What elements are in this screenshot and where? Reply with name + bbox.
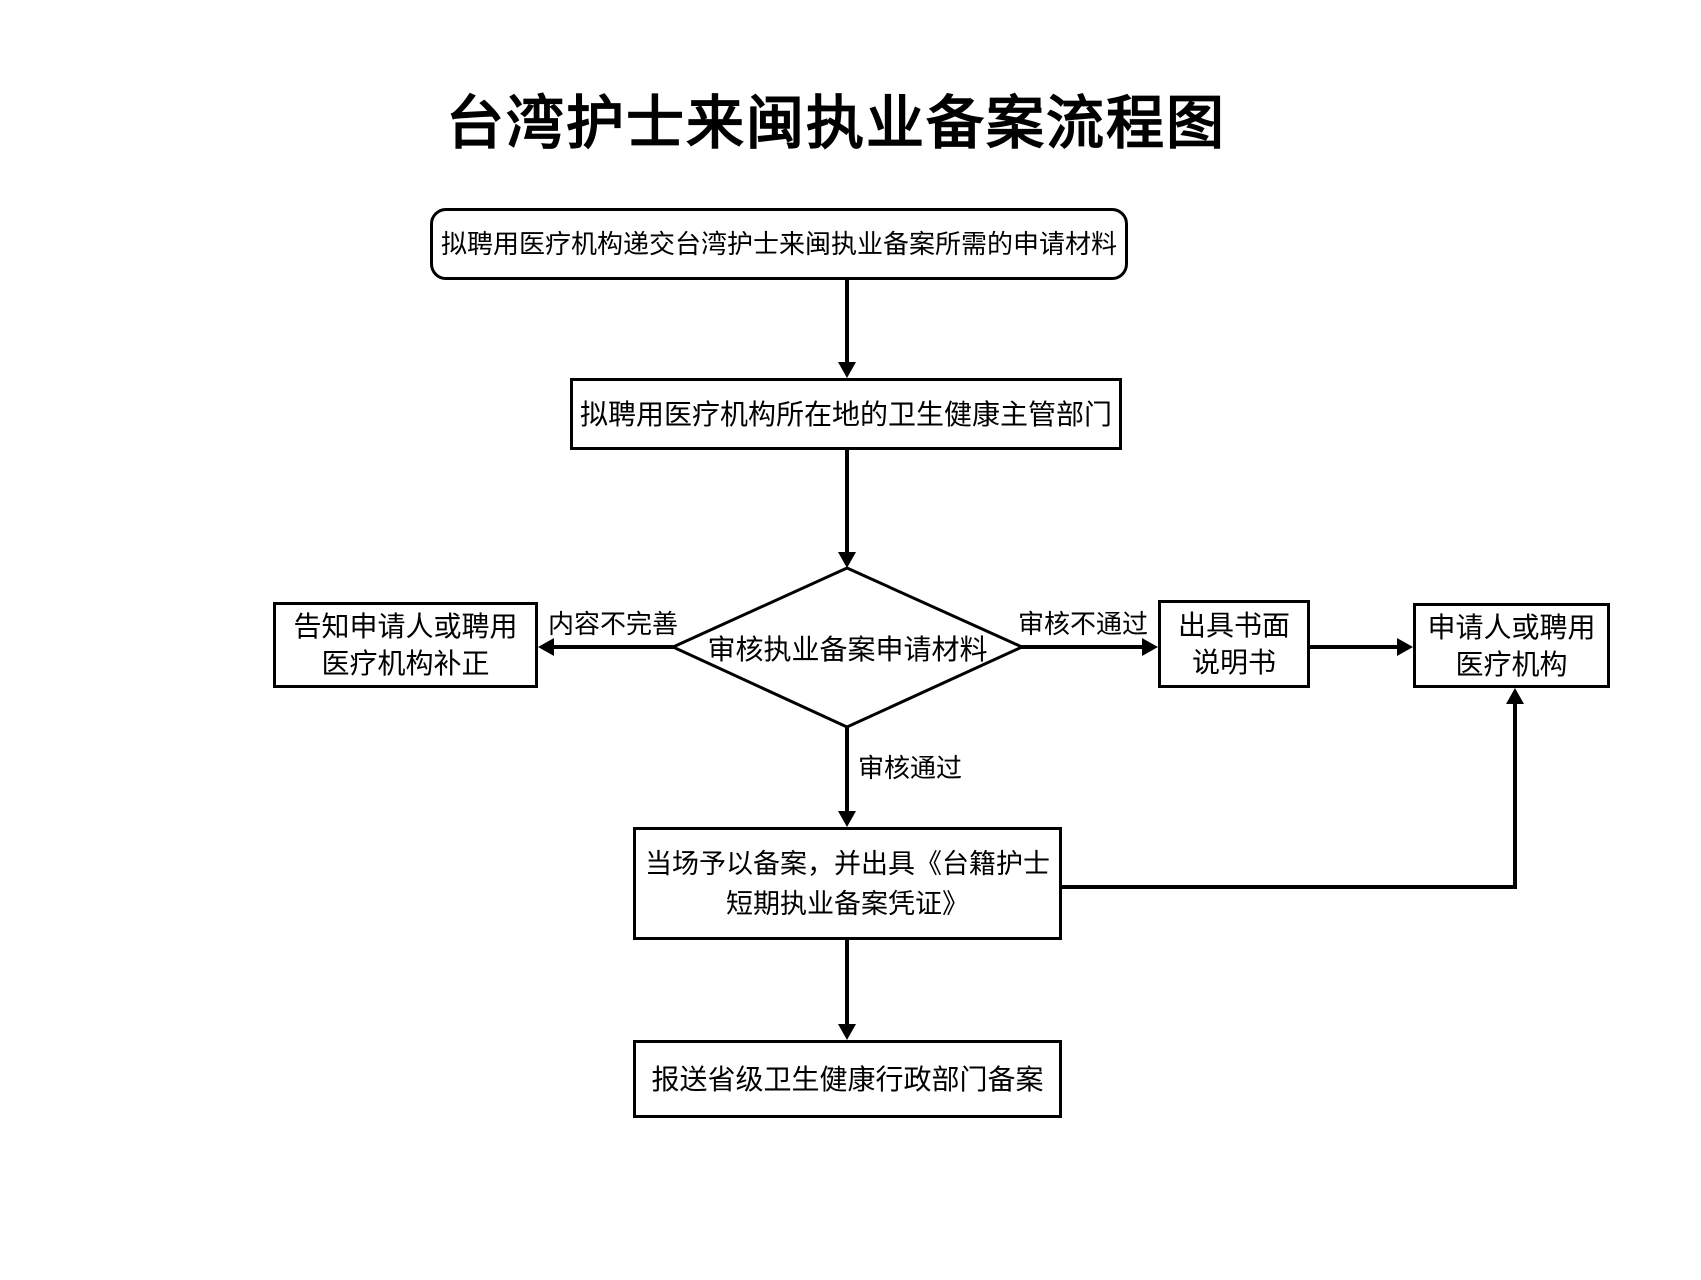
node-notify-correction-line2: 医疗机构补正 <box>321 648 490 679</box>
arrow-record-to-applicant-hline <box>1062 885 1517 889</box>
arrow-review-to-record-head <box>838 811 856 827</box>
arrow-authority-to-review-head <box>838 552 856 568</box>
arrow-record-to-report-head <box>838 1024 856 1040</box>
node-applicant-org-line2: 医疗机构 <box>1455 648 1568 680</box>
node-report-provincial-label: 报送省级卫生健康行政部门备案 <box>651 1063 1044 1095</box>
review-diamond-shape <box>670 566 1025 729</box>
edge-label-content-incomplete: 内容不完善 <box>548 609 679 639</box>
node-notify-correction: 告知申请人或聘用 医疗机构补正 <box>273 602 538 688</box>
arrow-submit-to-authority-line <box>845 280 849 364</box>
node-issue-record-line2: 短期执业备案凭证》 <box>726 888 969 919</box>
node-review-decision-label: 审核执业备案申请材料 <box>707 633 988 665</box>
edge-label-review-pass: 审核通过 <box>858 753 963 783</box>
node-issue-record: 当场予以备案，并出具《台籍护士 短期执业备案凭证》 <box>633 827 1062 940</box>
page-title: 台湾护士来闽执业备案流程图 <box>445 91 1227 156</box>
node-review-decision: 审核执业备案申请材料 <box>672 568 1023 727</box>
arrow-review-to-statement-head <box>1142 638 1158 656</box>
node-written-statement-line2: 说明书 <box>1191 647 1276 678</box>
arrow-submit-to-authority-head <box>838 362 856 378</box>
node-submit-materials: 拟聘用医疗机构递交台湾护士来闽执业备案所需的申请材料 <box>430 208 1128 280</box>
arrow-review-to-record-line <box>845 727 849 813</box>
node-submit-materials-label: 拟聘用医疗机构递交台湾护士来闽执业备案所需的申请材料 <box>440 228 1117 259</box>
node-health-authority: 拟聘用医疗机构所在地的卫生健康主管部门 <box>570 378 1122 450</box>
arrow-review-to-correction-line <box>552 645 674 649</box>
arrow-statement-to-applicant-head <box>1397 638 1413 656</box>
node-written-statement-line1: 出具书面 <box>1177 610 1290 641</box>
arrow-statement-to-applicant-line <box>1310 645 1399 649</box>
node-issue-record-line1: 当场予以备案，并出具《台籍护士 <box>645 848 1050 879</box>
arrow-review-to-statement-line <box>1021 645 1144 649</box>
node-report-provincial: 报送省级卫生健康行政部门备案 <box>633 1040 1062 1118</box>
arrow-record-to-applicant-head <box>1506 688 1524 704</box>
edge-label-review-fail: 审核不通过 <box>1018 609 1149 639</box>
node-applicant-org: 申请人或聘用 医疗机构 <box>1413 603 1610 688</box>
arrow-review-to-correction-head <box>538 638 554 656</box>
node-applicant-org-line1: 申请人或聘用 <box>1427 611 1596 643</box>
node-written-statement: 出具书面 说明书 <box>1158 600 1310 688</box>
arrow-record-to-report-line <box>845 940 849 1026</box>
node-health-authority-label: 拟聘用医疗机构所在地的卫生健康主管部门 <box>579 398 1112 430</box>
arrow-record-to-applicant-vline <box>1513 702 1517 889</box>
node-notify-correction-line1: 告知申请人或聘用 <box>293 611 518 642</box>
arrow-authority-to-review-line <box>845 450 849 552</box>
